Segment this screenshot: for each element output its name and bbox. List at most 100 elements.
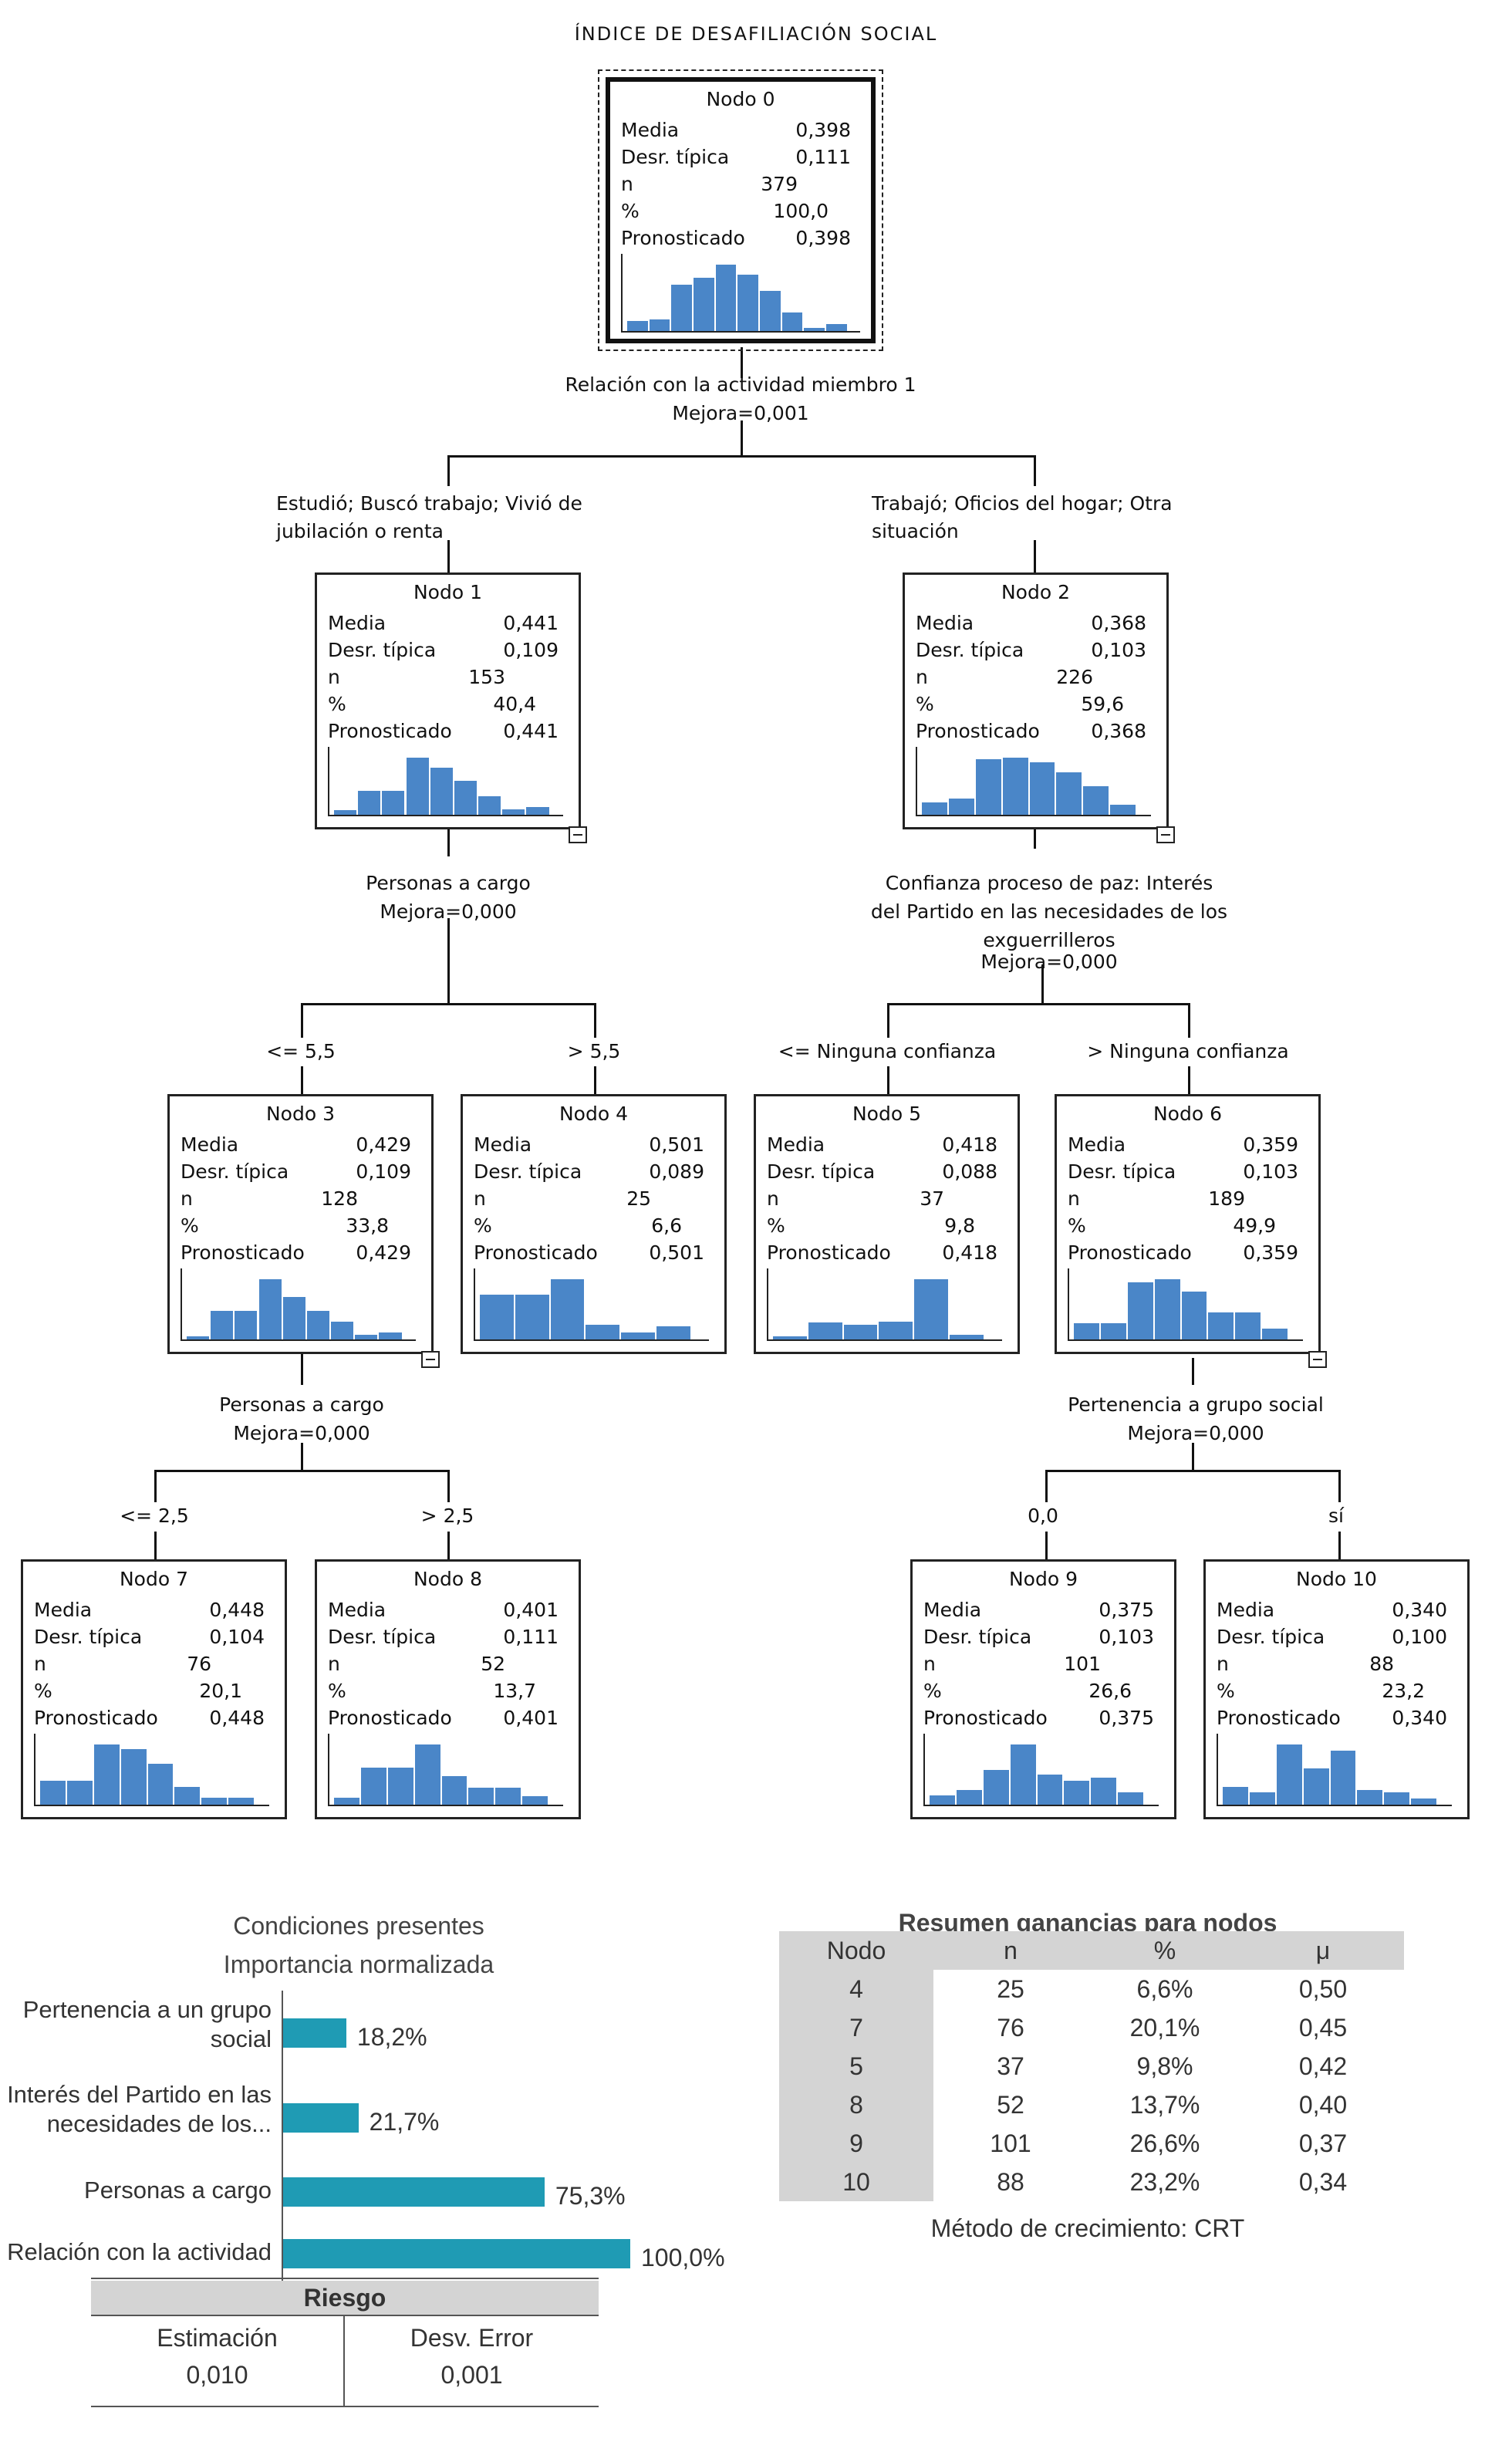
collapse-node-button[interactable] xyxy=(1308,1351,1327,1368)
node-stat-label: Media xyxy=(1068,1133,1126,1156)
histogram-bar xyxy=(759,291,782,331)
split-variable-n3: Personas a cargo xyxy=(219,1393,384,1416)
split-variable-n1: Personas a cargo xyxy=(366,872,531,894)
node-stat-label: Pronosticado xyxy=(181,1241,305,1264)
histogram-bar xyxy=(334,810,359,815)
collapse-node-button[interactable] xyxy=(421,1351,440,1368)
connector xyxy=(447,455,1036,458)
histogram-bar xyxy=(441,1775,469,1805)
gains-cell: 0,42 xyxy=(1298,2052,1348,2080)
node-stat-n: 101 xyxy=(1064,1653,1101,1675)
connector xyxy=(1338,1470,1341,1502)
histogram-bar xyxy=(147,1763,175,1805)
node-histogram xyxy=(1217,1734,1452,1806)
connector xyxy=(447,1470,450,1502)
node-stat-n: 25 xyxy=(626,1187,651,1210)
node-stat-mean: 0,359 xyxy=(1243,1133,1298,1156)
connector xyxy=(1045,1532,1048,1559)
collapse-node-button[interactable] xyxy=(1156,826,1175,843)
gains-cell: 4 xyxy=(779,1970,933,2008)
node-histogram xyxy=(1068,1268,1303,1341)
collapse-node-button[interactable] xyxy=(569,826,587,843)
node-stat-pct: 40,4 xyxy=(493,693,536,715)
histogram-bar xyxy=(879,1321,915,1339)
node-stat-std: 0,104 xyxy=(209,1626,265,1648)
split-variable-n2: Confianza proceso de paz: Interés xyxy=(885,872,1213,894)
node-stat-pct: 23,2 xyxy=(1382,1680,1425,1702)
node-histogram xyxy=(621,254,860,333)
node-stat-n: 88 xyxy=(1369,1653,1394,1675)
histogram-bar xyxy=(1223,1786,1250,1805)
node-stat-pred: 0,418 xyxy=(942,1241,997,1264)
node-stat-label: n xyxy=(621,173,633,195)
histogram-bar xyxy=(922,802,949,815)
node-stat-pred: 0,441 xyxy=(503,720,559,742)
histogram-bar xyxy=(331,1321,356,1339)
node-stat-pred: 0,359 xyxy=(1243,1241,1298,1264)
node-stat-label: Pronosticado xyxy=(34,1707,158,1729)
connector xyxy=(447,540,450,572)
histogram-bar xyxy=(334,1797,361,1805)
node-stat-pred: 0,340 xyxy=(1392,1707,1447,1729)
node-stat-label: Media xyxy=(916,612,974,634)
node-title: Nodo 4 xyxy=(559,1103,628,1125)
gains-header-row: Nodo n % μ xyxy=(779,1931,1404,1970)
connector xyxy=(301,1003,303,1038)
node-stat-n: 379 xyxy=(761,173,798,195)
split-variable-n6: Pertenencia a grupo social xyxy=(1068,1393,1324,1416)
node-histogram xyxy=(328,1734,563,1806)
node-stat-label: Pronosticado xyxy=(767,1241,891,1264)
histogram-bar xyxy=(502,809,527,815)
gains-cell: 8 xyxy=(779,2086,933,2124)
histogram-bar xyxy=(430,768,454,815)
node-histogram xyxy=(181,1268,416,1341)
connector xyxy=(1188,1066,1190,1094)
histogram-bar xyxy=(522,1796,550,1805)
node-title: Nodo 0 xyxy=(706,88,775,110)
gains-header: % xyxy=(1088,1931,1242,1970)
histogram-bar xyxy=(228,1797,256,1805)
importance-subtitle: Importancia normalizada xyxy=(223,1950,494,1978)
connector xyxy=(887,1003,1190,1005)
histogram-bar xyxy=(480,1294,515,1339)
connector xyxy=(1192,1443,1194,1470)
connector xyxy=(1188,1003,1190,1038)
node-title: Nodo 7 xyxy=(119,1568,188,1590)
node-stat-label: n xyxy=(767,1187,779,1210)
node-stat-pct: 26,6 xyxy=(1088,1680,1132,1702)
histogram-bar xyxy=(414,1744,442,1805)
histogram-bar xyxy=(656,1326,692,1339)
node-stat-pct: 6,6 xyxy=(651,1214,682,1237)
node-stat-mean: 0,441 xyxy=(503,612,559,634)
node-stat-std: 0,103 xyxy=(1091,639,1146,661)
gains-cell: 7 xyxy=(779,2008,933,2047)
node-stat-label: Media xyxy=(34,1599,93,1621)
histogram-bar xyxy=(406,758,430,815)
node-stat-label: Desr. típica xyxy=(767,1160,876,1183)
risk-title: Riesgo xyxy=(91,2281,599,2315)
histogram-bar xyxy=(808,1322,844,1339)
importance-label-line: Relación con la actividad xyxy=(7,2238,272,2265)
histogram-bar xyxy=(1411,1798,1439,1805)
node-stat-pct: 100,0 xyxy=(773,200,829,222)
gains-header: Nodo xyxy=(779,1931,933,1970)
connector xyxy=(301,1066,303,1094)
importance-axis xyxy=(282,1991,283,2298)
histogram-bar xyxy=(526,806,551,815)
node-histogram xyxy=(923,1734,1159,1806)
connector xyxy=(741,420,743,455)
